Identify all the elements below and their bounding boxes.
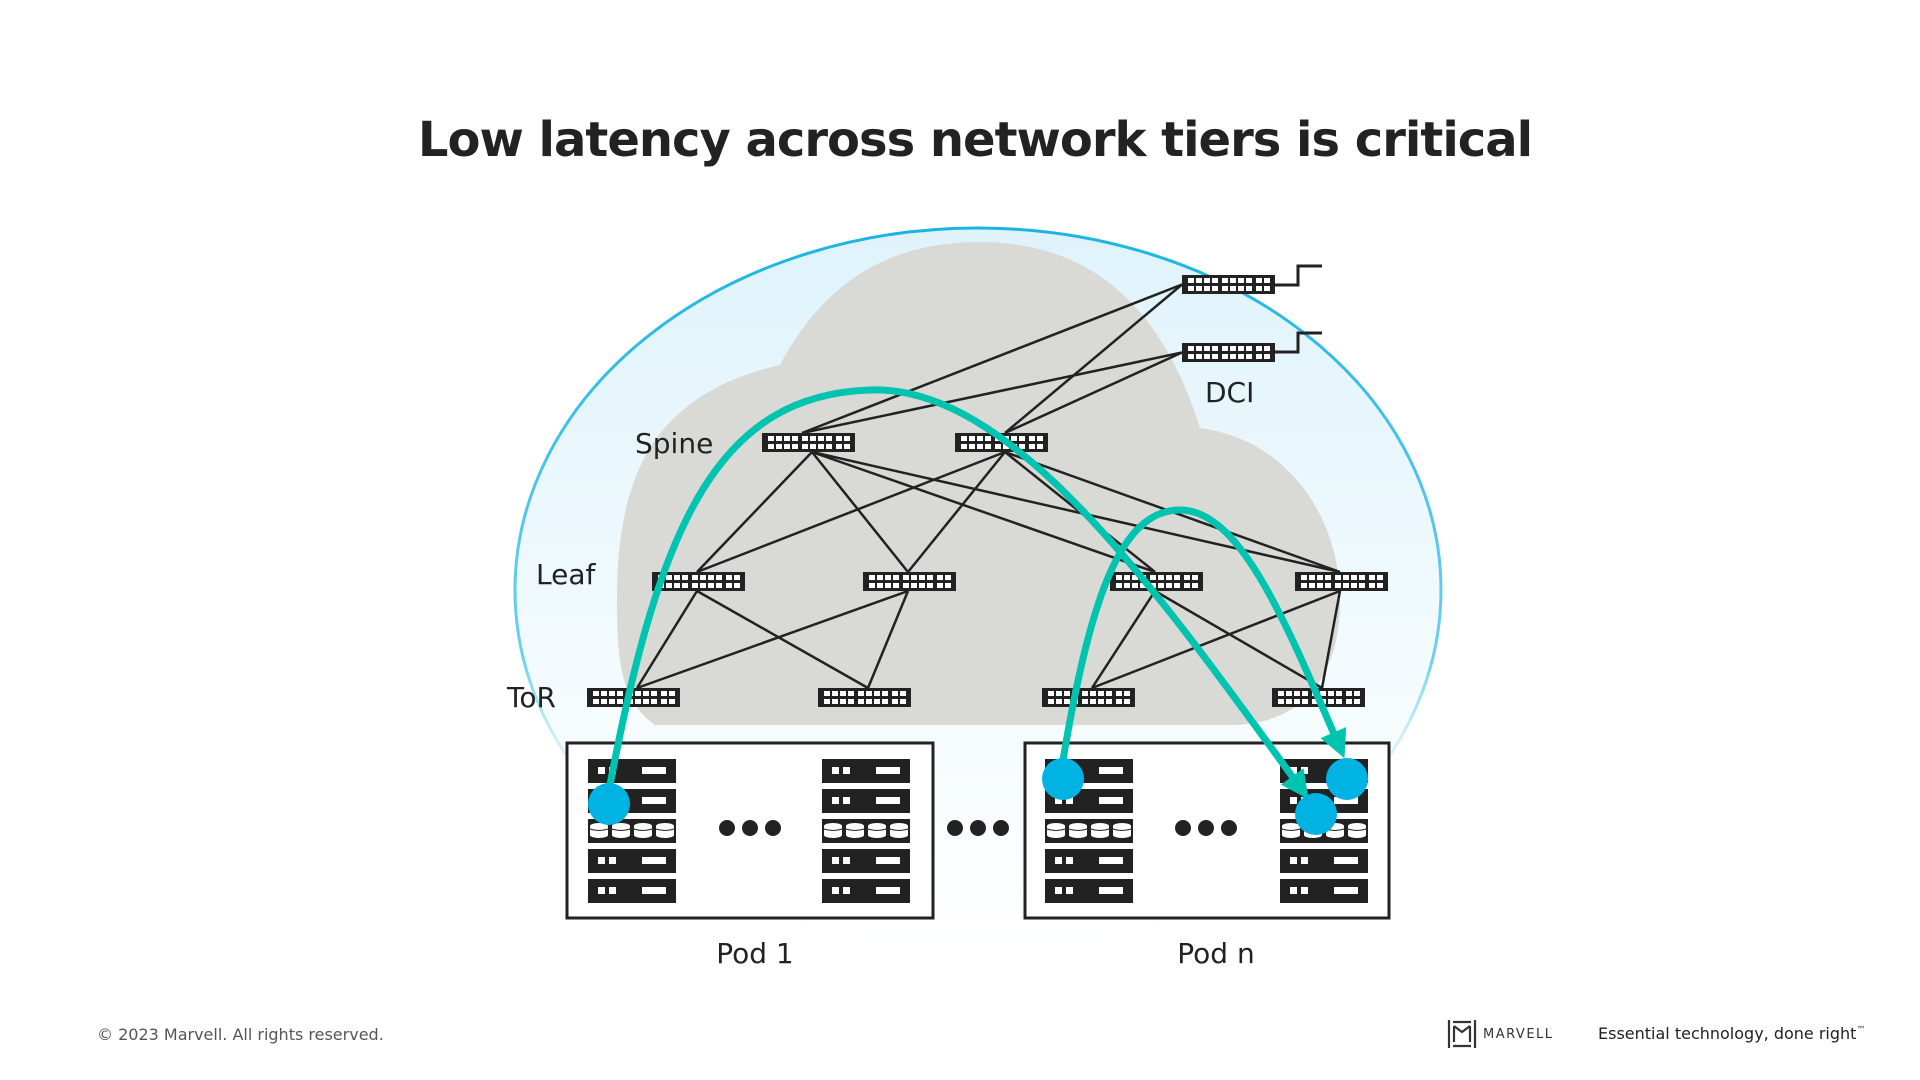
tagline: Essential technology, done right™ [1598, 1024, 1865, 1043]
link-spine2-leaf2 [907, 451, 1006, 573]
pod-label-1: Pod 1 [716, 937, 794, 970]
link-spine2-dci2 [1004, 351, 1183, 435]
link-spine2-dci1 [1004, 283, 1183, 434]
leaf-switch-2 [863, 572, 956, 591]
link-leaf4-tor4 [1320, 590, 1342, 689]
link-leaf2-tor1 [636, 589, 909, 690]
link-leaf3-tor4 [1154, 589, 1323, 690]
link-spine1-leaf2 [811, 451, 909, 573]
leaf-switch-4 [1295, 572, 1388, 591]
pod-n-ellipsis-icon [1175, 820, 1237, 836]
spine-switch-1 [762, 433, 855, 452]
link-leaf1-tor1 [635, 590, 699, 689]
link-spine1-dci2 [801, 351, 1183, 435]
endpoint-pod1-server [588, 783, 630, 825]
link-spine1-leaf4 [811, 450, 1341, 574]
link-spine1-leaf1 [696, 451, 813, 573]
dci-switch-2 [1182, 343, 1275, 362]
endpoint-podn-server-b [1326, 758, 1368, 800]
link-spine1-dci1 [801, 283, 1183, 435]
link-leaf1-tor2 [696, 589, 869, 690]
pod-1 [565, 741, 935, 920]
tor-switch-3 [1042, 688, 1135, 707]
slide-title: Low latency across network tiers is crit… [417, 112, 1533, 168]
marvell-logo: MARVELL [1447, 1018, 1554, 1050]
tier-label-spine: Spine [635, 427, 713, 460]
tier-label-tor: ToR [506, 681, 556, 714]
endpoint-podn-server-c [1295, 793, 1337, 835]
pod-label-n: Pod n [1177, 937, 1254, 970]
leaf-switch-3 [1110, 572, 1203, 591]
link-leaf3-tor3 [1090, 590, 1157, 689]
network-links [635, 283, 1342, 690]
flow-arrow-podn-via-leaf [1059, 506, 1347, 764]
pod-1-rack-right [822, 759, 910, 903]
link-leaf4-tor3 [1091, 589, 1341, 690]
link-spine1-leaf3 [811, 450, 1156, 574]
marvell-wordmark: MARVELL [1483, 1026, 1554, 1042]
flow-arrow-pod1-to-podn-via-spine [606, 386, 1309, 800]
pods-ellipsis-icon [947, 820, 1009, 836]
link-leaf2-tor2 [866, 590, 910, 689]
dci-uplinks [1274, 264, 1322, 354]
tier-label-dci: DCI [1205, 376, 1254, 409]
tor-switch-2 [818, 688, 911, 707]
tier-label-leaf: Leaf [536, 558, 596, 591]
trademark-mark: ™ [1856, 1025, 1866, 1036]
copyright-notice: © 2023 Marvell. All rights reserved. [97, 1025, 384, 1044]
pod-1-ellipsis-icon [719, 820, 781, 836]
flow-endpoints [588, 758, 1368, 835]
tagline-text: Essential technology, done right [1598, 1024, 1857, 1043]
tor-switch-1 [587, 688, 680, 707]
pod-1-rack-left [588, 759, 676, 903]
marvell-logo-icon [1447, 1020, 1477, 1048]
endpoint-podn-server-a [1042, 758, 1084, 800]
latency-flows [606, 386, 1347, 800]
dci-switch-1 [1182, 275, 1275, 294]
link-spine2-leaf1 [696, 450, 1006, 574]
